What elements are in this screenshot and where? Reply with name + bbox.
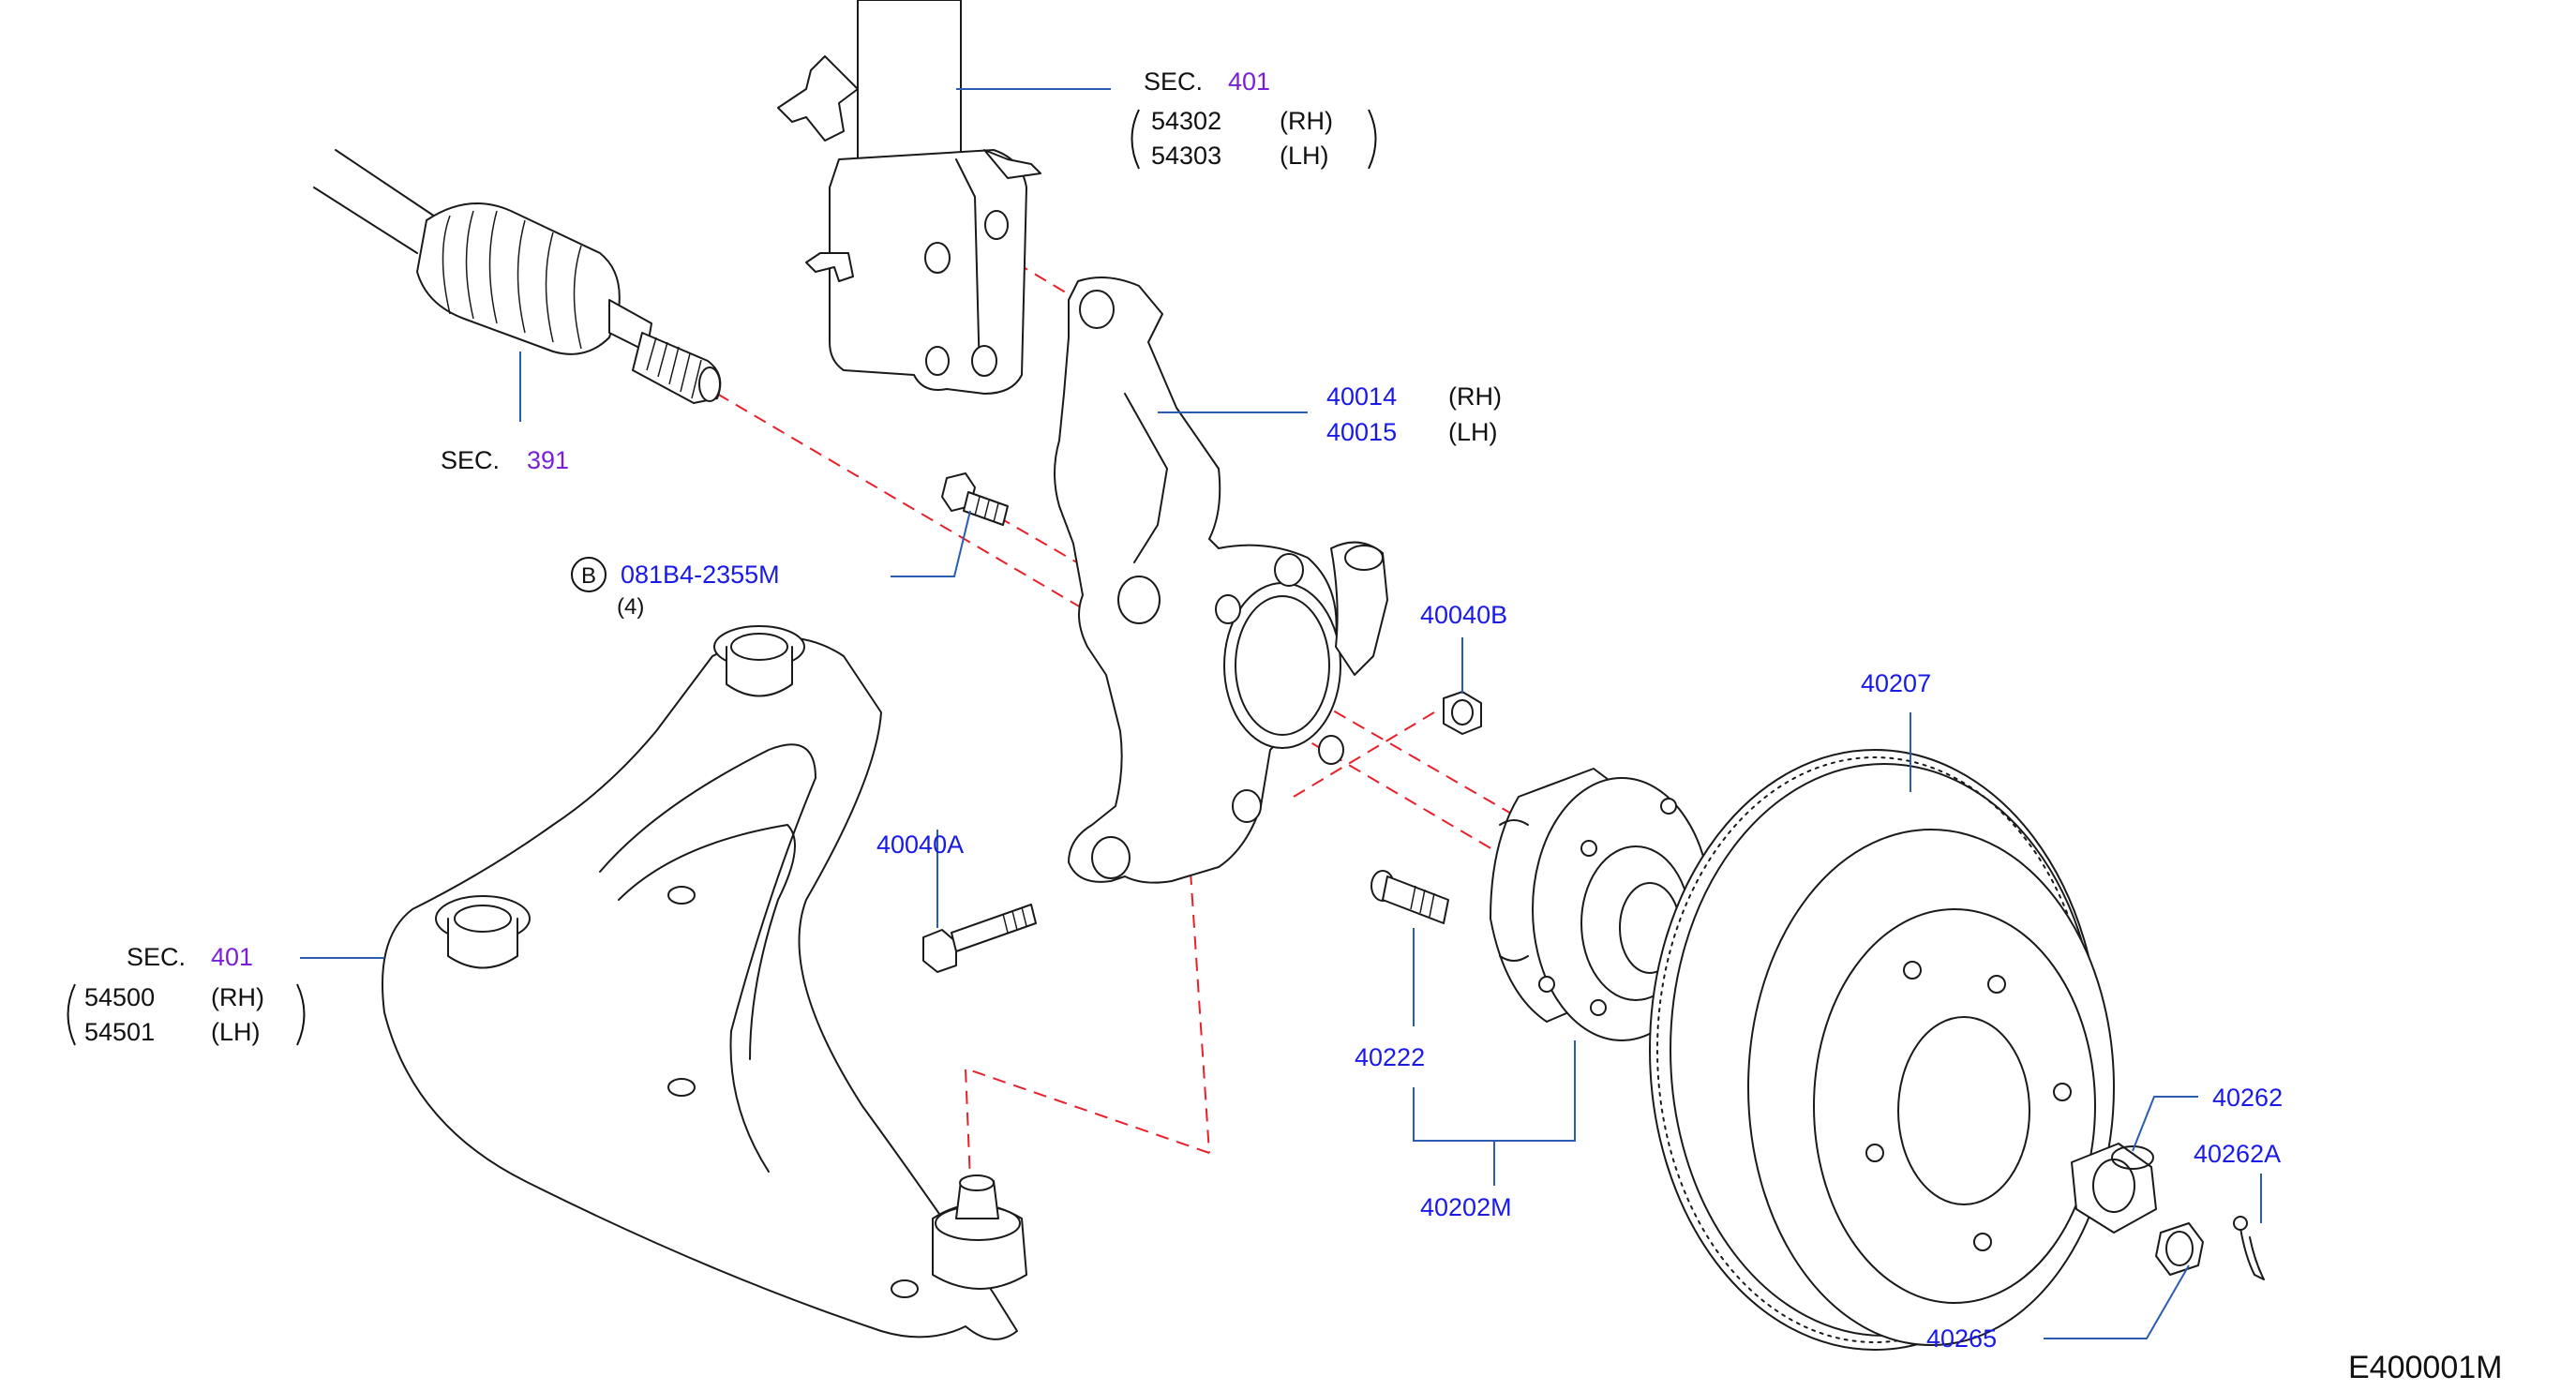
arm-part-rh-side: (RH) bbox=[211, 983, 264, 1011]
labels: SEC. 401 54302 (RH) 54303 (LH) SEC. 391 … bbox=[84, 67, 2502, 1385]
strut-sec-number: 401 bbox=[1228, 67, 1270, 96]
arm-part-rh-code: 54500 bbox=[84, 983, 155, 1011]
bolt-b-badge: B bbox=[581, 563, 596, 589]
strut-part-lh-code: 54303 bbox=[1151, 142, 1221, 170]
nut-cap-40265[interactable] bbox=[2155, 1222, 2204, 1276]
leader-lines bbox=[300, 88, 2262, 1339]
cotter-pin-40262a[interactable] bbox=[2233, 1216, 2265, 1280]
bolt-b-qty: (4) bbox=[617, 594, 644, 620]
nut-b-label: 40040B bbox=[1420, 601, 1507, 629]
knuckle-lh-side: (LH) bbox=[1448, 418, 1498, 446]
strut-part-rh-side: (RH) bbox=[1280, 107, 1333, 135]
strut-part-rh-code: 54302 bbox=[1151, 107, 1221, 135]
hub-bolt-40222[interactable] bbox=[1370, 870, 1449, 924]
knuckle-rh-code: 40014 bbox=[1326, 382, 1397, 411]
drive-shaft[interactable] bbox=[313, 149, 722, 404]
knuckle-rh-side: (RH) bbox=[1448, 382, 1502, 411]
bolt-b-code: 081B4-2355M bbox=[621, 561, 780, 589]
arm-sec-prefix: SEC. bbox=[127, 943, 186, 971]
strut-assembly[interactable] bbox=[777, 0, 1041, 395]
rotor-label: 40207 bbox=[1861, 669, 1931, 697]
hub-nut-label: 40262 bbox=[2212, 1084, 2283, 1112]
knuckle-bolt[interactable] bbox=[941, 472, 1009, 526]
driveshaft-sec-number: 391 bbox=[527, 446, 569, 474]
diagram-id: E400001M bbox=[2348, 1350, 2502, 1385]
driveshaft-sec-prefix: SEC. bbox=[441, 446, 500, 474]
steering-knuckle[interactable] bbox=[1054, 277, 1388, 884]
grouping-brackets bbox=[67, 109, 1377, 1046]
strut-part-lh-side: (LH) bbox=[1280, 142, 1329, 170]
knuckle-lh-code: 40015 bbox=[1326, 418, 1397, 446]
arm-part-lh-code: 54501 bbox=[84, 1018, 155, 1046]
brake-rotor-40207[interactable] bbox=[1649, 749, 2115, 1351]
cotter-pin-label: 40262A bbox=[2194, 1140, 2281, 1168]
nut-40040b[interactable] bbox=[1443, 691, 1482, 735]
bolt-a-label: 40040A bbox=[876, 830, 964, 859]
hub-bolt-label: 40222 bbox=[1355, 1043, 1425, 1071]
arm-sec-number: 401 bbox=[211, 943, 253, 971]
bolt-40040a[interactable] bbox=[922, 904, 1037, 973]
hub-nut-40262[interactable] bbox=[2071, 1143, 2157, 1234]
arm-part-lh-side: (LH) bbox=[211, 1018, 261, 1046]
nut-cap-label: 40265 bbox=[1926, 1324, 1997, 1353]
strut-sec-prefix: SEC. bbox=[1144, 67, 1203, 96]
hub-assy-label: 40202M bbox=[1420, 1193, 1512, 1221]
lower-control-arm[interactable] bbox=[382, 625, 1027, 1340]
